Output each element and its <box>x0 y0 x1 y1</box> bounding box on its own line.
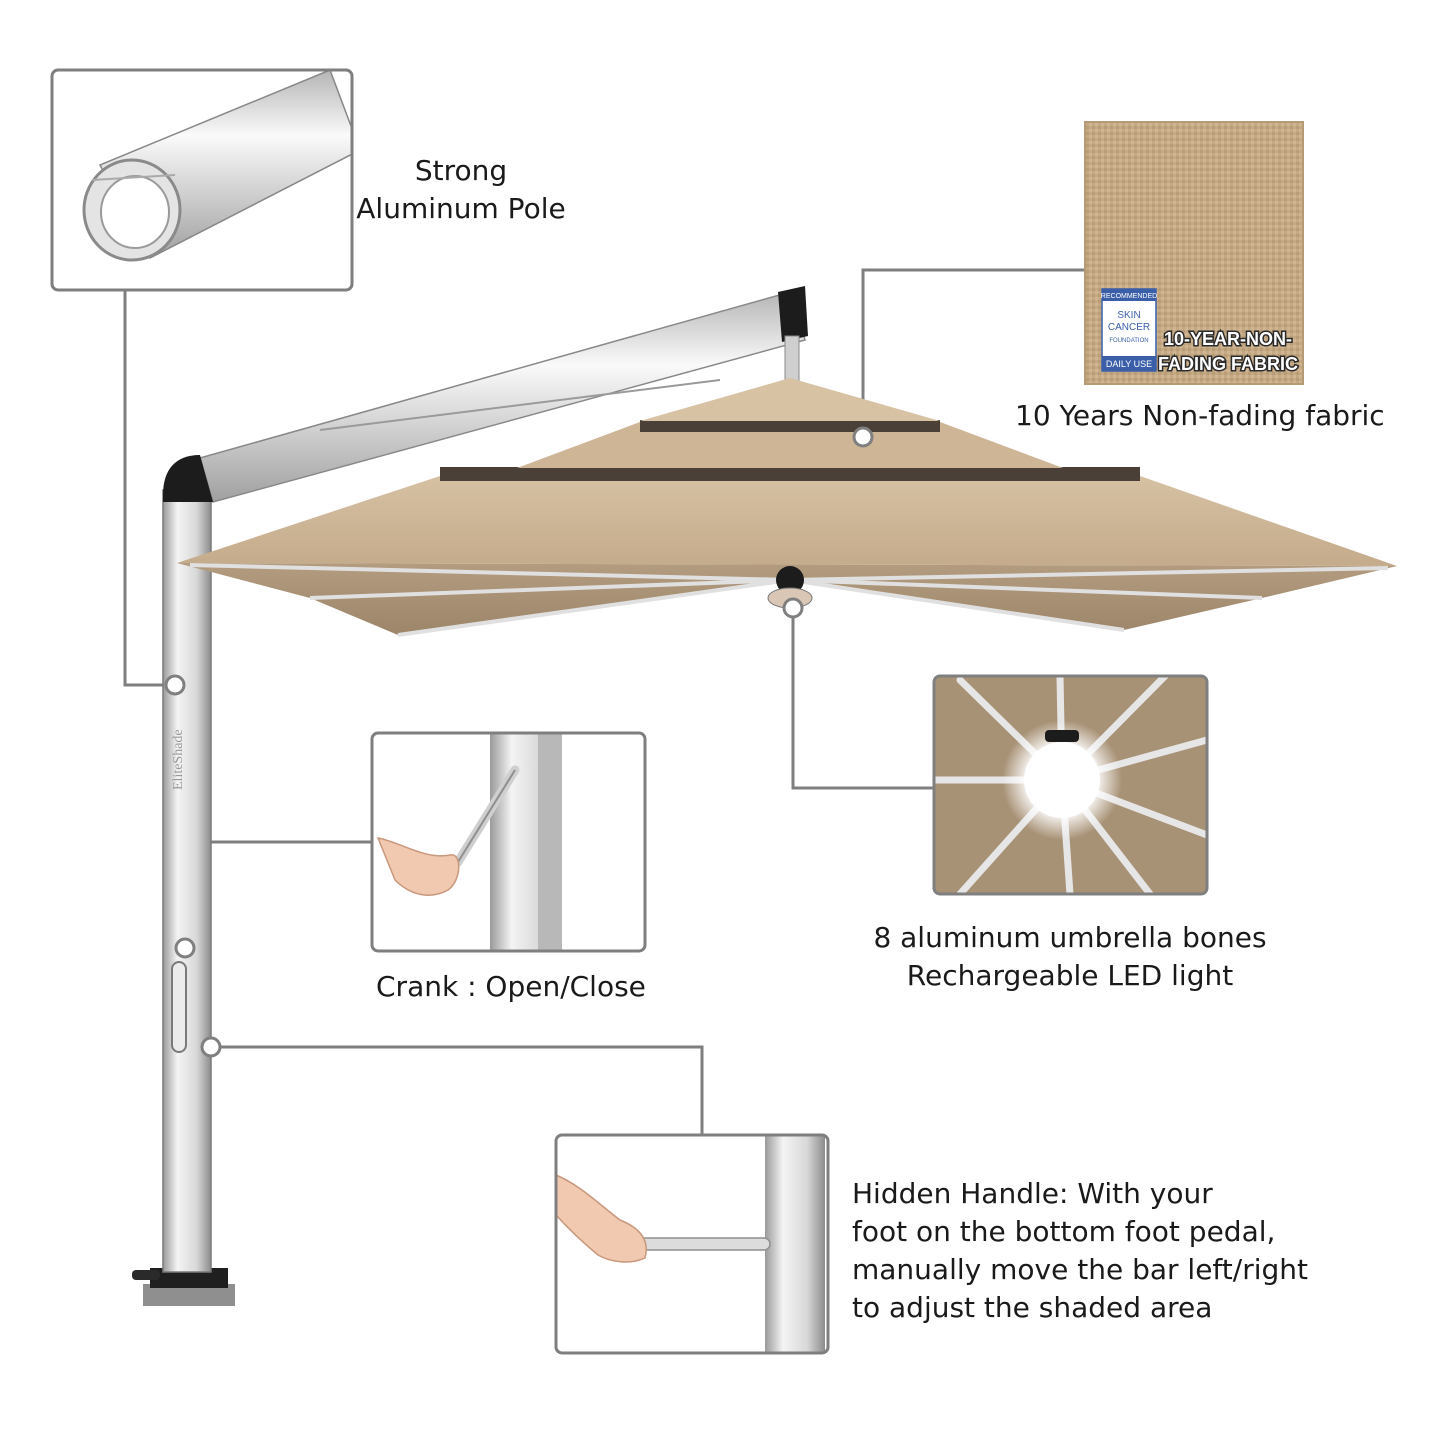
seal-name-1: SKIN <box>1117 310 1140 321</box>
badge-line-2: FADING FABRIC <box>1158 354 1298 374</box>
inset-bones-led <box>932 674 1209 896</box>
bones-label-line-1: 8 aluminum umbrella bones <box>873 921 1267 954</box>
crank-slot <box>171 961 187 1053</box>
pole-label-line-1: Strong <box>414 154 508 187</box>
inset-crank <box>370 731 647 953</box>
pole-label-line-2: Aluminum Pole <box>356 192 566 225</box>
skin-cancer-foundation-seal: RECOMMENDED SKIN CANCER FOUNDATION DAILY… <box>1101 288 1157 372</box>
handle-label-line-3: manually move the bar left/right <box>852 1253 1308 1286</box>
base-plate <box>132 1268 235 1306</box>
connector-lines <box>123 268 1085 1135</box>
fabric-swatch: RECOMMENDED SKIN CANCER FOUNDATION DAILY… <box>1084 121 1304 385</box>
crank-callout-label: Crank : Open/Close <box>376 968 646 1006</box>
handle-callout-label: Hidden Handle: With your foot on the bot… <box>852 1175 1308 1327</box>
fabric-callout-label: 10 Years Non-fading fabric <box>1015 397 1385 435</box>
bones-callout-label: 8 aluminum umbrella bones Rechargeable L… <box>840 919 1300 995</box>
inset-hidden-handle <box>554 1133 830 1355</box>
badge-line-1: 10-YEAR-NON- <box>1164 329 1292 349</box>
connector-dots <box>164 426 874 1058</box>
handle-label-line-2: foot on the bottom foot pedal, <box>852 1215 1276 1248</box>
seal-bottom-text: DAILY USE <box>1106 359 1152 369</box>
fabric-label: 10 Years Non-fading fabric <box>1015 399 1385 432</box>
handle-label-line-1: Hidden Handle: With your <box>852 1177 1213 1210</box>
crank-label: Crank : Open/Close <box>376 970 646 1003</box>
cantilever-arm <box>163 286 808 503</box>
inset-pole-profile <box>50 68 354 292</box>
seal-name-2: CANCER <box>1108 322 1150 333</box>
seal-name-3: FOUNDATION <box>1109 338 1148 344</box>
vertical-pole: EliteShade <box>162 489 212 1273</box>
brand-mark: EliteShade <box>171 729 186 790</box>
seal-top-text: RECOMMENDED <box>1101 293 1157 300</box>
handle-label-line-4: to adjust the shaded area <box>852 1291 1213 1324</box>
pole-callout-label: Strong Aluminum Pole <box>330 152 592 228</box>
canopy <box>177 378 1397 637</box>
bones-label-line-2: Rechargeable LED light <box>906 959 1234 992</box>
